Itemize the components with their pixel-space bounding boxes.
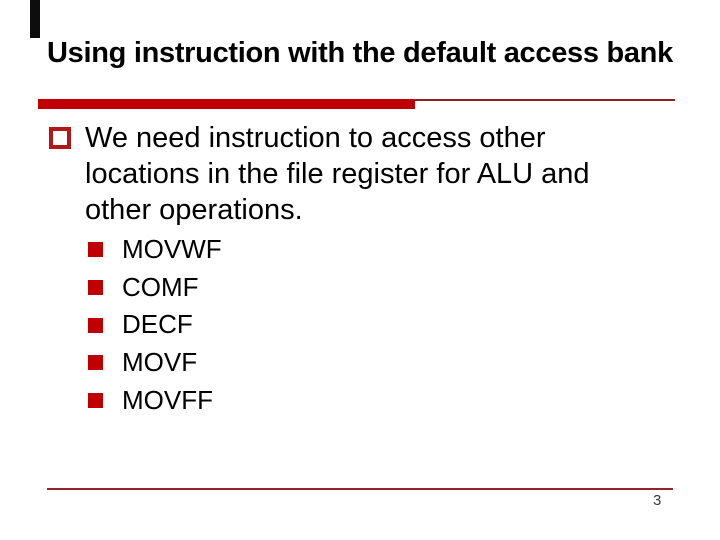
filled-square-bullet-icon	[88, 317, 103, 333]
list-item: DECF	[88, 306, 488, 344]
sub-bullet-label: MOVWF	[122, 234, 222, 264]
sub-bullet-label: DECF	[122, 309, 193, 340]
footer-rule	[47, 488, 673, 490]
list-item: MOVWF	[88, 231, 488, 269]
list-item: COMF	[88, 269, 488, 307]
sub-bullet-label: MOVFF	[122, 384, 213, 415]
slide-title: Using instruction with the default acces…	[47, 37, 673, 69]
list-item: MOVFF	[88, 382, 488, 420]
filled-square-bullet-icon	[88, 242, 103, 258]
hollow-square-bullet-icon	[49, 127, 71, 149]
sub-bullet-list: MOVWF COMF DECF MOVF MOVFF	[88, 231, 488, 419]
list-item: MOVF	[88, 344, 488, 382]
filled-square-bullet-icon	[88, 280, 103, 296]
filled-square-bullet-icon	[88, 355, 103, 371]
page-number: 3	[653, 492, 662, 509]
title-rule-thick	[38, 99, 415, 109]
sub-bullet-label: COMF	[122, 271, 199, 302]
sub-bullet-label: MOVF	[122, 347, 198, 378]
main-bullet-text: We need instruction to access other loca…	[85, 122, 590, 226]
corner-tab-decoration	[30, 0, 40, 38]
filled-square-bullet-icon	[88, 393, 103, 409]
